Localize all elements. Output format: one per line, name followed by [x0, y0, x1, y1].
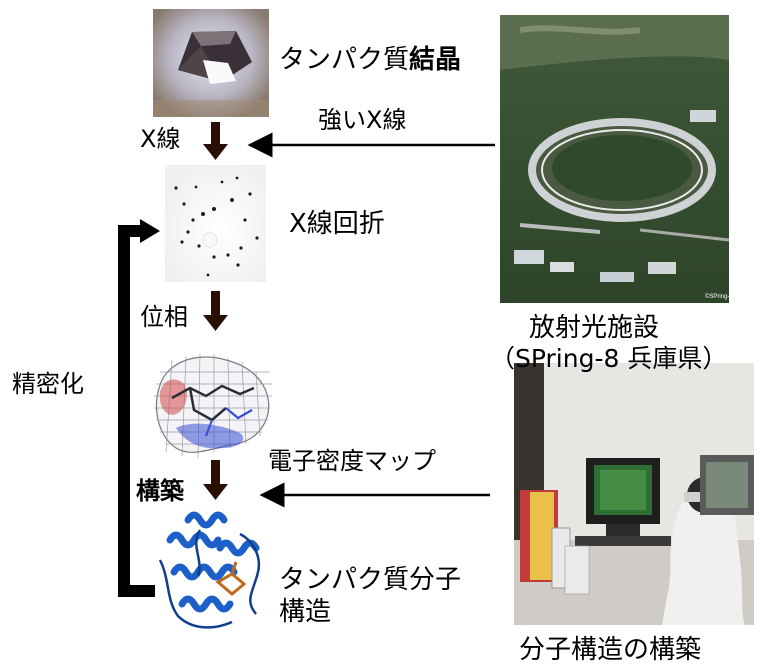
xray-label: X線	[140, 125, 181, 153]
crystal-label-prefix: タンパク質	[279, 45, 410, 75]
crystal-photo	[153, 9, 269, 117]
density-map-label: 電子密度マップ	[268, 447, 436, 475]
protein-ribbon-model	[158, 511, 261, 629]
crystal-label-suffix: 結晶	[409, 45, 462, 75]
strong-xray-label: 強いX線	[318, 106, 407, 134]
electron-density-map	[154, 353, 272, 459]
structure-label-line1: タンパク質分子	[279, 565, 462, 595]
workstation-photo	[514, 363, 754, 625]
refinement-loop-arrow	[118, 219, 160, 597]
facility-label: 放射光施設	[529, 313, 660, 343]
modeling-label: 分子構造の構築	[519, 635, 702, 665]
phase-label: 位相	[140, 303, 188, 331]
crystal-label: タンパク質結晶	[279, 47, 461, 73]
diffraction-pattern	[165, 165, 266, 282]
flow-arrows	[203, 122, 228, 500]
photo-credit: ©SPring-8	[705, 293, 733, 300]
refinement-label: 精密化	[12, 370, 84, 398]
build-label: 構築	[136, 477, 184, 505]
structure-label-line2: 構造	[279, 597, 332, 627]
facility-sublabel: （SPring-8 兵庫県）	[490, 344, 728, 373]
diffraction-label: X線回折	[289, 209, 385, 239]
spring8-aerial-photo: ©SPring-8	[500, 15, 733, 303]
